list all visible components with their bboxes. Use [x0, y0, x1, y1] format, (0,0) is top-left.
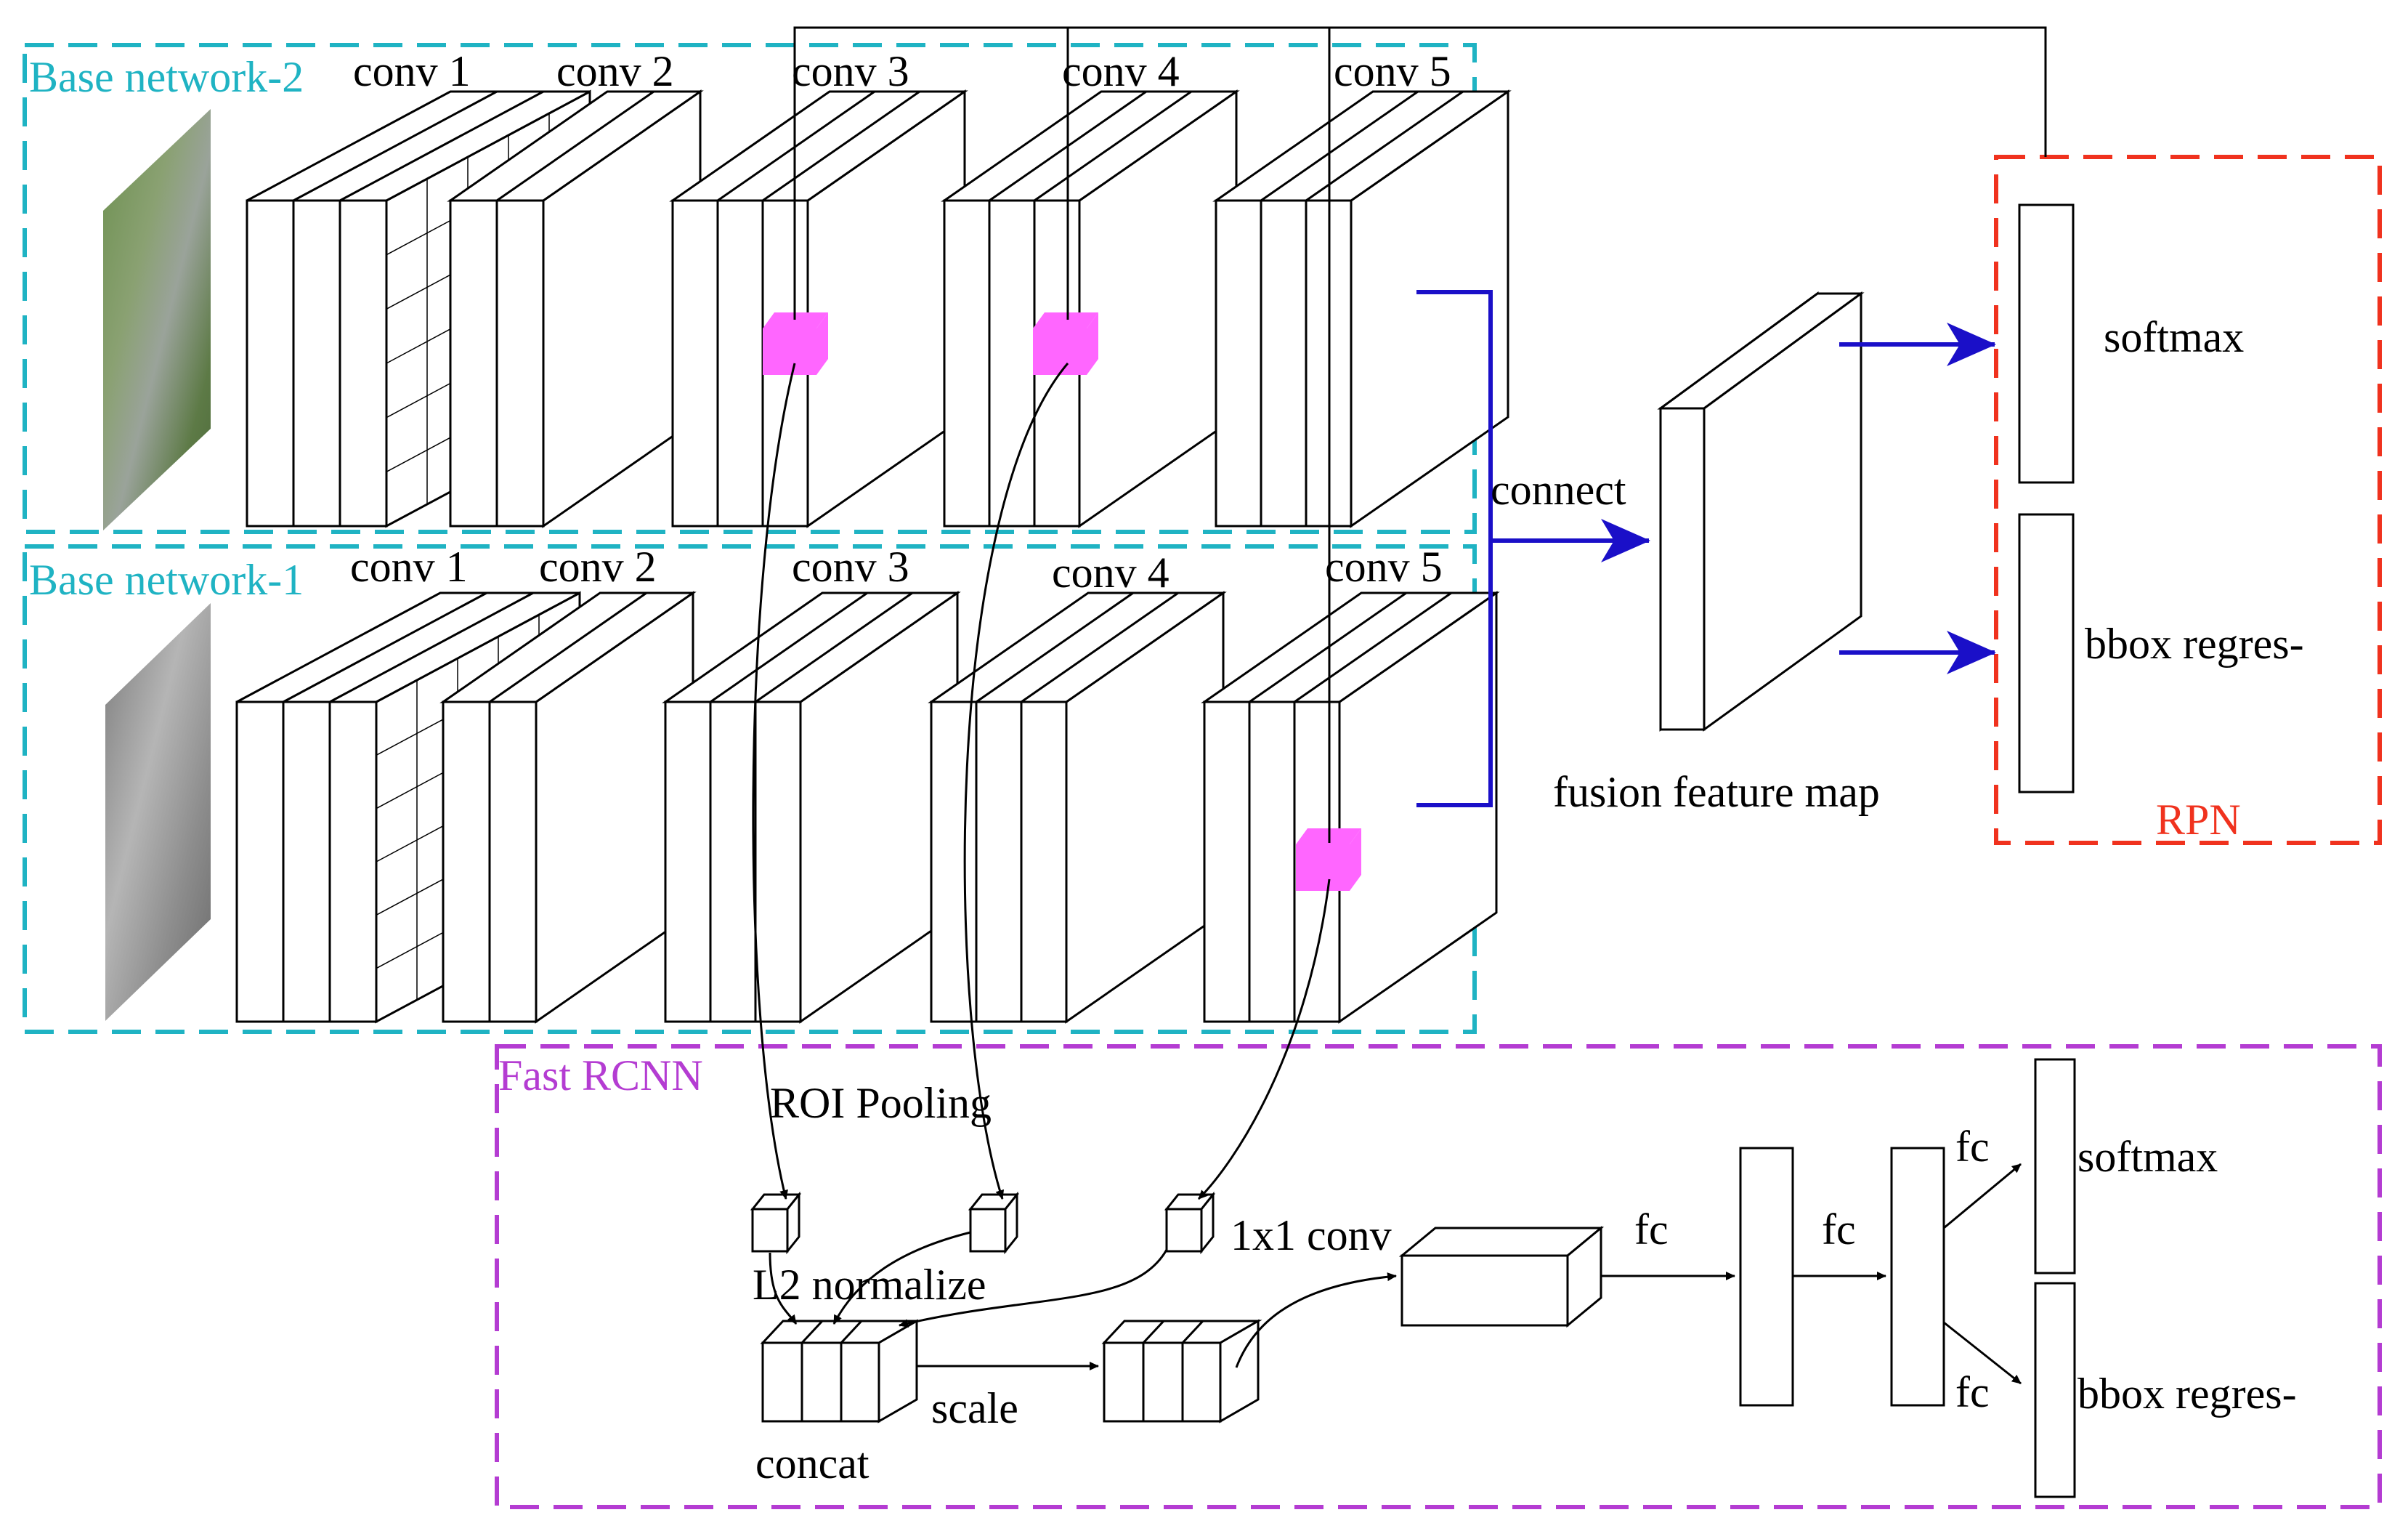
net2-conv4-label: conv 4: [1062, 47, 1180, 95]
roi-patch-net1-conv5: [1296, 828, 1361, 891]
rpn-bbox-layer: [2018, 513, 2075, 793]
fc-arrow-softmax: [1943, 1163, 2022, 1229]
net2-conv5-block: [1212, 89, 1512, 528]
l2-arrow-conv4: [832, 1231, 971, 1325]
rpn-title: RPN: [2156, 796, 2241, 844]
net2-conv2-label: conv 2: [556, 47, 674, 95]
net2-conv3-label: conv 3: [792, 47, 909, 95]
net1-conv3-label: conv 3: [792, 543, 909, 591]
fc-layer-2: [1890, 1147, 1945, 1407]
fc-label-4: fc: [1955, 1368, 1990, 1416]
base-network-1-frame: [23, 544, 1477, 1034]
roi-patch-net2-conv3: [763, 312, 828, 375]
scaled-block: [1101, 1319, 1262, 1423]
pooled-cube-conv5: [1164, 1191, 1216, 1255]
connect-label: connect: [1491, 466, 1626, 514]
conv1x1-label: 1x1 conv: [1231, 1211, 1392, 1259]
fc-arrow-bbox: [1943, 1321, 2022, 1385]
roi-patch-net2-conv4: [1033, 312, 1098, 375]
roi-arrow-conv3: [752, 363, 796, 1200]
rpn-softmax-label: softmax: [2104, 313, 2244, 361]
fc-label-3: fc: [1955, 1123, 1990, 1171]
pooled-cube-conv3: [750, 1191, 802, 1255]
roi-arrow-conv5: [1197, 878, 1331, 1200]
net1-conv1-label: conv 1: [350, 543, 468, 591]
concat-label: concat: [755, 1439, 869, 1487]
net2-conv3-block: [669, 89, 968, 528]
base-network-2-title: Base network-2: [29, 53, 304, 101]
net1-conv3-block: [662, 591, 961, 1024]
net1-conv5-label: conv 5: [1325, 543, 1443, 591]
fusion-feature-map: [1657, 291, 1865, 732]
net2-conv5-label: conv 5: [1334, 47, 1451, 95]
fusion-map-label: fusion feature map: [1553, 768, 1880, 816]
concat-block: [760, 1319, 921, 1423]
roi-arrow-conv4: [963, 363, 1069, 1200]
net1-conv2-block: [439, 591, 697, 1024]
l2-arrow-conv3: [769, 1252, 798, 1325]
pooled-cube-conv4: [968, 1191, 1020, 1255]
gray-input-image: [105, 603, 211, 1021]
net2-conv1-label: conv 1: [353, 47, 471, 95]
base-network-2-frame: [23, 43, 1477, 534]
base-network-1-title: Base network-1: [29, 556, 304, 604]
fast-rcnn-softmax-label: softmax: [2077, 1133, 2218, 1181]
fast-rcnn-bbox-label: bbox regres-: [2077, 1370, 2297, 1418]
net1-conv2-label: conv 2: [539, 543, 657, 591]
l2-arrow-conv5: [899, 1249, 1168, 1328]
connect-bracket: [1416, 290, 1493, 807]
fast-rcnn-frame: [495, 1044, 2382, 1509]
net1-conv4-label: conv 4: [1052, 549, 1169, 597]
net2-conv2-block: [447, 89, 704, 528]
fast-rcnn-softmax-layer: [2034, 1058, 2076, 1275]
rpn-bbox-label: bbox regres-: [2085, 620, 2304, 668]
l2-normalize-label: L2 normalize: [753, 1261, 986, 1309]
fast-rcnn-bbox-layer: [2034, 1282, 2076, 1498]
conv1x1-output-block: [1398, 1225, 1605, 1328]
rpn-frame: [1994, 155, 2382, 845]
fc-label-2: fc: [1822, 1205, 1856, 1253]
scale-label: scale: [931, 1384, 1018, 1432]
roi-pooling-label: ROI Pooling: [770, 1079, 992, 1127]
rpn-top-connector: [793, 26, 2047, 320]
fc-layer-1: [1739, 1147, 1794, 1407]
fast-rcnn-title: Fast RCNN: [498, 1051, 703, 1099]
rpn-softmax-layer: [2018, 203, 2075, 484]
color-input-image: [103, 109, 211, 530]
net2-conv4-block: [941, 89, 1240, 528]
conv1x1-arrow: [1235, 1272, 1397, 1368]
fc-label-1: fc: [1634, 1205, 1669, 1253]
